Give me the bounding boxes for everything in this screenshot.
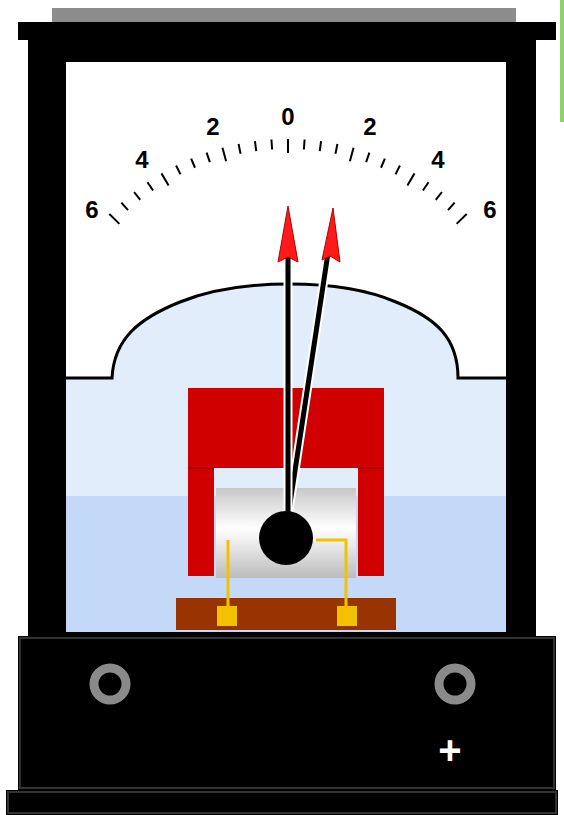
binding-post xyxy=(94,668,126,700)
scale-number: 2 xyxy=(363,115,376,139)
scale-tick xyxy=(381,159,385,168)
top-rim xyxy=(18,22,556,40)
scale-tick xyxy=(161,173,168,185)
binding-post xyxy=(439,668,471,700)
scale-tick xyxy=(270,140,273,150)
scale-tick xyxy=(395,165,399,174)
scale-tick xyxy=(303,140,306,150)
scale-tick xyxy=(191,159,195,168)
scale-number: 2 xyxy=(206,115,219,139)
base-foot xyxy=(6,790,558,815)
scale-tick xyxy=(287,139,289,153)
scale-tick xyxy=(121,203,128,210)
polarity-sign: + xyxy=(438,730,461,770)
scale-tick xyxy=(448,203,455,210)
scale-number: 0 xyxy=(281,105,294,129)
scale-tick xyxy=(436,192,442,200)
scale-tick xyxy=(320,141,321,151)
dial-face xyxy=(66,62,506,632)
housing xyxy=(28,38,536,638)
wire xyxy=(316,540,346,610)
scale-tick xyxy=(239,144,241,154)
scale-number: 4 xyxy=(135,148,148,172)
scale-tick xyxy=(350,148,354,162)
scale-tick xyxy=(255,141,256,151)
scale-tick xyxy=(407,173,414,185)
scale-tick xyxy=(423,182,429,190)
base-block xyxy=(176,598,396,630)
scale-tick xyxy=(335,144,337,154)
scale-tick xyxy=(134,192,140,200)
scale-number: 6 xyxy=(483,198,496,222)
needle xyxy=(278,206,298,530)
wire xyxy=(227,540,230,610)
lower-panel-shade xyxy=(66,496,506,632)
base xyxy=(18,636,556,790)
edge-mark xyxy=(560,0,564,122)
scale-number: 4 xyxy=(431,148,444,172)
terminal-pad xyxy=(217,606,237,626)
scale-tick xyxy=(222,148,226,162)
scale-tick xyxy=(207,153,210,162)
scale-tick xyxy=(147,182,153,190)
top-cap xyxy=(52,8,516,22)
scale-tick xyxy=(176,165,180,174)
terminal-pad xyxy=(337,606,357,626)
scale-tick xyxy=(109,214,119,224)
scale-number: 6 xyxy=(85,198,98,222)
scale-tick xyxy=(457,214,467,224)
pivot xyxy=(259,511,313,565)
scale-tick xyxy=(366,153,369,162)
